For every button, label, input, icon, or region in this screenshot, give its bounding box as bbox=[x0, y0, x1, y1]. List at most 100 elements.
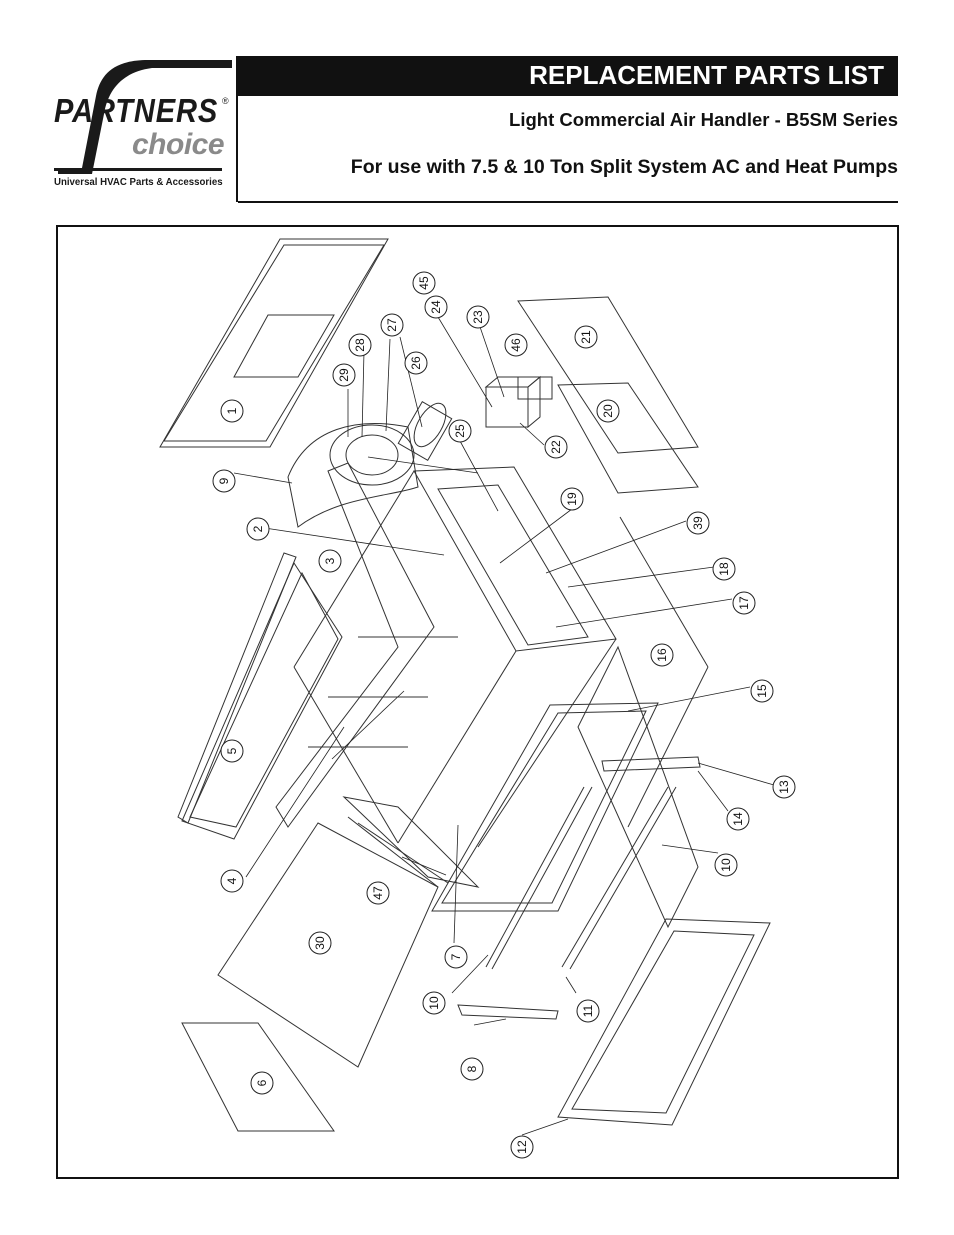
svg-text:15: 15 bbox=[755, 684, 769, 698]
callout-25: 25 bbox=[448, 419, 472, 443]
callout-18: 18 bbox=[712, 557, 736, 581]
part-filter-rails bbox=[485, 786, 677, 970]
part-panel-5 bbox=[177, 552, 343, 840]
header-divider bbox=[236, 56, 238, 202]
svg-text:45: 45 bbox=[417, 276, 431, 290]
callout-39: 39 bbox=[686, 511, 710, 535]
svg-text:22: 22 bbox=[549, 440, 563, 454]
svg-text:39: 39 bbox=[691, 516, 705, 530]
part-panel-3 bbox=[275, 462, 435, 828]
svg-text:29: 29 bbox=[337, 368, 351, 382]
part-base-12 bbox=[557, 918, 771, 1126]
svg-text:30: 30 bbox=[313, 936, 327, 950]
callout-1: 1 bbox=[220, 399, 244, 423]
callout-47: 47 bbox=[366, 881, 390, 905]
callout-10b: 10 bbox=[714, 853, 738, 877]
part-rail-14 bbox=[601, 756, 701, 772]
part-top-panel bbox=[159, 238, 389, 448]
callout-14: 14 bbox=[726, 807, 750, 831]
svg-text:1: 1 bbox=[225, 407, 239, 414]
callout-5: 5 bbox=[220, 739, 244, 763]
callout-23: 23 bbox=[466, 305, 490, 329]
svg-text:4: 4 bbox=[225, 877, 239, 884]
logo-sub-text: choice bbox=[132, 128, 225, 161]
callout-17: 17 bbox=[732, 591, 756, 615]
exploded-view-frame: 1 2 3 4 5 6 7 8 9 10 10 11 12 13 14 15 1… bbox=[56, 225, 899, 1179]
svg-text:17: 17 bbox=[737, 596, 751, 610]
svg-text:14: 14 bbox=[731, 812, 745, 826]
logo-tagline: Universal HVAC Parts & Accessories bbox=[54, 176, 223, 188]
svg-text:2: 2 bbox=[251, 525, 265, 532]
callout-4: 4 bbox=[220, 869, 244, 893]
callout-46: 46 bbox=[504, 333, 528, 357]
part-blower bbox=[287, 401, 453, 528]
page-title: REPLACEMENT PARTS LIST bbox=[529, 60, 884, 90]
callout-9: 9 bbox=[212, 469, 236, 493]
callout-28: 28 bbox=[348, 333, 372, 357]
part-bracket-8 bbox=[457, 1004, 559, 1020]
callout-19: 19 bbox=[560, 487, 584, 511]
svg-text:23: 23 bbox=[471, 310, 485, 324]
part-cabinet-frame bbox=[293, 466, 709, 929]
svg-text:10: 10 bbox=[719, 858, 733, 872]
svg-text:24: 24 bbox=[429, 300, 443, 314]
partners-choice-logo: PARTNERS ® choice Universal HVAC Parts &… bbox=[52, 56, 234, 196]
callout-15: 15 bbox=[750, 679, 774, 703]
svg-text:10: 10 bbox=[427, 996, 441, 1010]
header-rule bbox=[238, 201, 898, 203]
callout-10a: 10 bbox=[422, 991, 446, 1015]
svg-text:11: 11 bbox=[581, 1004, 595, 1017]
callout-24: 24 bbox=[424, 295, 448, 319]
callout-8: 8 bbox=[460, 1057, 484, 1081]
svg-text:7: 7 bbox=[449, 953, 463, 960]
svg-text:12: 12 bbox=[515, 1140, 529, 1154]
svg-text:5: 5 bbox=[225, 747, 239, 754]
exploded-parts-diagram: 1 2 3 4 5 6 7 8 9 10 10 11 12 13 14 15 1… bbox=[159, 238, 796, 1159]
callout-13: 13 bbox=[772, 775, 796, 799]
svg-text:46: 46 bbox=[509, 338, 523, 352]
title-bar: REPLACEMENT PARTS LIST bbox=[238, 56, 898, 96]
swoosh-icon bbox=[54, 60, 232, 174]
svg-text:8: 8 bbox=[465, 1065, 479, 1072]
callout-29: 29 bbox=[332, 363, 356, 387]
svg-text:3: 3 bbox=[323, 557, 337, 564]
svg-text:26: 26 bbox=[409, 356, 423, 370]
part-coil bbox=[342, 796, 480, 888]
callout-20: 20 bbox=[596, 399, 620, 423]
logo-brand-text: PARTNERS bbox=[54, 92, 219, 129]
svg-text:27: 27 bbox=[385, 318, 399, 332]
svg-text:16: 16 bbox=[655, 648, 669, 662]
callout-16: 16 bbox=[650, 643, 674, 667]
svg-text:25: 25 bbox=[453, 424, 467, 438]
callout-7: 7 bbox=[444, 945, 468, 969]
svg-text:20: 20 bbox=[601, 404, 615, 418]
svg-text:9: 9 bbox=[217, 477, 231, 484]
callout-6: 6 bbox=[250, 1071, 274, 1095]
callout-3: 3 bbox=[318, 549, 342, 573]
callout-30: 30 bbox=[308, 931, 332, 955]
callout-11: 11 bbox=[576, 999, 600, 1023]
usage-subtitle: For use with 7.5 & 10 Ton Split System A… bbox=[350, 156, 898, 178]
svg-text:19: 19 bbox=[565, 492, 579, 506]
part-panel-6 bbox=[181, 1022, 335, 1132]
callout-12: 12 bbox=[510, 1135, 534, 1159]
svg-text:13: 13 bbox=[777, 780, 791, 794]
svg-text:28: 28 bbox=[353, 338, 367, 352]
svg-text:47: 47 bbox=[371, 886, 385, 900]
leader-lines bbox=[233, 306, 775, 1136]
part-filter-frame bbox=[431, 702, 659, 912]
callout-45: 45 bbox=[412, 271, 436, 295]
part-panel-30 bbox=[217, 822, 439, 1068]
callout-27: 27 bbox=[380, 313, 404, 337]
svg-text:6: 6 bbox=[255, 1079, 269, 1086]
callout-26: 26 bbox=[404, 351, 428, 375]
registered-mark: ® bbox=[222, 96, 229, 106]
svg-text:18: 18 bbox=[717, 562, 731, 576]
svg-text:21: 21 bbox=[579, 330, 593, 344]
part-control-box bbox=[484, 375, 553, 429]
callout-2: 2 bbox=[246, 517, 270, 541]
part-side-panels bbox=[517, 296, 699, 494]
callout-22: 22 bbox=[544, 435, 568, 459]
callout-21: 21 bbox=[574, 325, 598, 349]
model-subtitle: Light Commercial Air Handler - B5SM Seri… bbox=[509, 109, 898, 130]
